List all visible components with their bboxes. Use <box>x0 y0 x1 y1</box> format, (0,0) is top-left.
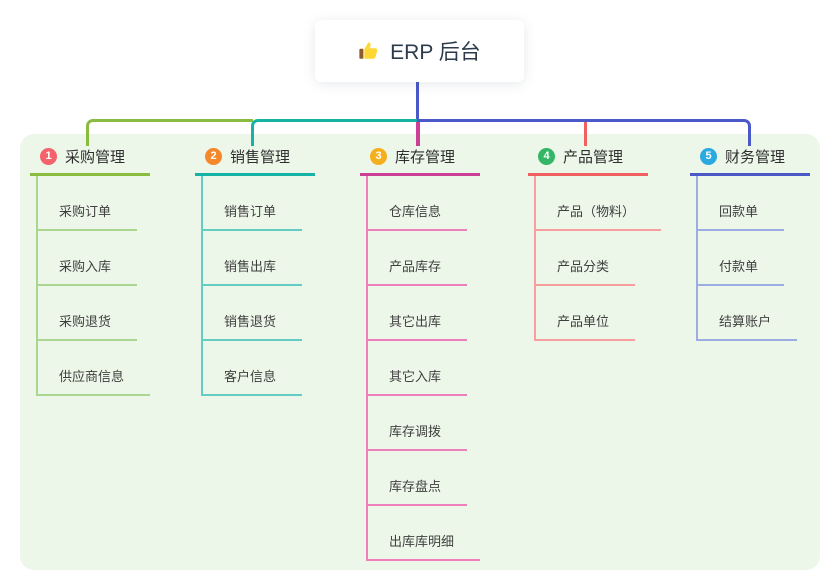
node-outbound-detail[interactable]: 出库库明细 <box>368 506 481 561</box>
node-supplier-info[interactable]: 供应商信息 <box>38 341 151 396</box>
node-other-inbound[interactable]: 其它入库 <box>368 341 468 396</box>
branch-finance: 5 财务管理 回款单 付款单 结算账户 <box>690 146 811 341</box>
branch-purchase: 1 采购管理 采购订单 采购入库 采购退货 供应商信息 <box>30 146 151 396</box>
node-stock-transfer[interactable]: 库存调拨 <box>368 396 468 451</box>
branch-header-inventory[interactable]: 3 库存管理 <box>360 146 481 176</box>
node-sales-order[interactable]: 销售订单 <box>203 176 303 231</box>
node-stock-check[interactable]: 库存盘点 <box>368 451 468 506</box>
branch-sales: 2 销售管理 销售订单 销售出库 销售退货 客户信息 <box>195 146 316 396</box>
badge-5: 5 <box>700 147 717 165</box>
node-sales-outbound[interactable]: 销售出库 <box>203 231 303 286</box>
connector-branch1-elbow <box>86 119 253 146</box>
node-purchase-order[interactable]: 采购订单 <box>38 176 138 231</box>
node-payment-bill[interactable]: 付款单 <box>698 231 785 286</box>
badge-3: 3 <box>370 147 387 165</box>
branch-header-product[interactable]: 4 产品管理 <box>528 146 649 176</box>
thumbs-up-icon <box>358 40 380 62</box>
node-purchase-return[interactable]: 采购退货 <box>38 286 138 341</box>
connector-branch2-elbow <box>251 119 417 146</box>
branch-product: 4 产品管理 产品（物料） 产品分类 产品单位 <box>528 146 662 341</box>
node-sales-return[interactable]: 销售退货 <box>203 286 303 341</box>
branch-header-purchase[interactable]: 1 采购管理 <box>30 146 151 176</box>
branch-inventory: 3 库存管理 仓库信息 产品库存 其它出库 其它入库 库存调拨 库存盘点 出库库… <box>360 146 481 561</box>
node-product-category[interactable]: 产品分类 <box>536 231 636 286</box>
branch-label-finance: 财务管理 <box>725 148 786 166</box>
connector-root-drop <box>416 82 419 120</box>
branch-header-finance[interactable]: 5 财务管理 <box>690 146 811 176</box>
branch-children-inventory: 仓库信息 产品库存 其它出库 其它入库 库存调拨 库存盘点 出库库明细 <box>366 176 481 561</box>
mindmap-background-panel <box>20 134 820 570</box>
node-purchase-inbound[interactable]: 采购入库 <box>38 231 138 286</box>
node-customer-info[interactable]: 客户信息 <box>203 341 303 396</box>
branch-label-product: 产品管理 <box>563 148 624 166</box>
node-settlement-account[interactable]: 结算账户 <box>698 286 798 341</box>
node-other-outbound[interactable]: 其它出库 <box>368 286 468 341</box>
node-product-stock[interactable]: 产品库存 <box>368 231 468 286</box>
root-node-erp[interactable]: ERP 后台 <box>315 20 524 82</box>
branch-children-purchase: 采购订单 采购入库 采购退货 供应商信息 <box>36 176 151 396</box>
connector-branch5-elbow <box>417 119 751 146</box>
branch-label-sales: 销售管理 <box>230 148 291 166</box>
badge-4: 4 <box>538 147 555 165</box>
badge-1: 1 <box>40 147 57 165</box>
branch-children-sales: 销售订单 销售出库 销售退货 客户信息 <box>201 176 303 396</box>
branch-header-sales[interactable]: 2 销售管理 <box>195 146 316 176</box>
node-receipt-bill[interactable]: 回款单 <box>698 176 785 231</box>
connector-branch3-drop <box>416 122 420 146</box>
node-warehouse-info[interactable]: 仓库信息 <box>368 176 468 231</box>
badge-2: 2 <box>205 147 222 165</box>
branch-label-inventory: 库存管理 <box>395 148 456 166</box>
node-product-unit[interactable]: 产品单位 <box>536 286 636 341</box>
branch-label-purchase: 采购管理 <box>65 148 126 166</box>
connector-branch4-drop <box>584 122 587 146</box>
node-product-material[interactable]: 产品（物料） <box>536 176 662 231</box>
branch-children-finance: 回款单 付款单 结算账户 <box>696 176 798 341</box>
branch-children-product: 产品（物料） 产品分类 产品单位 <box>534 176 662 341</box>
root-node-title: ERP 后台 <box>390 41 481 64</box>
